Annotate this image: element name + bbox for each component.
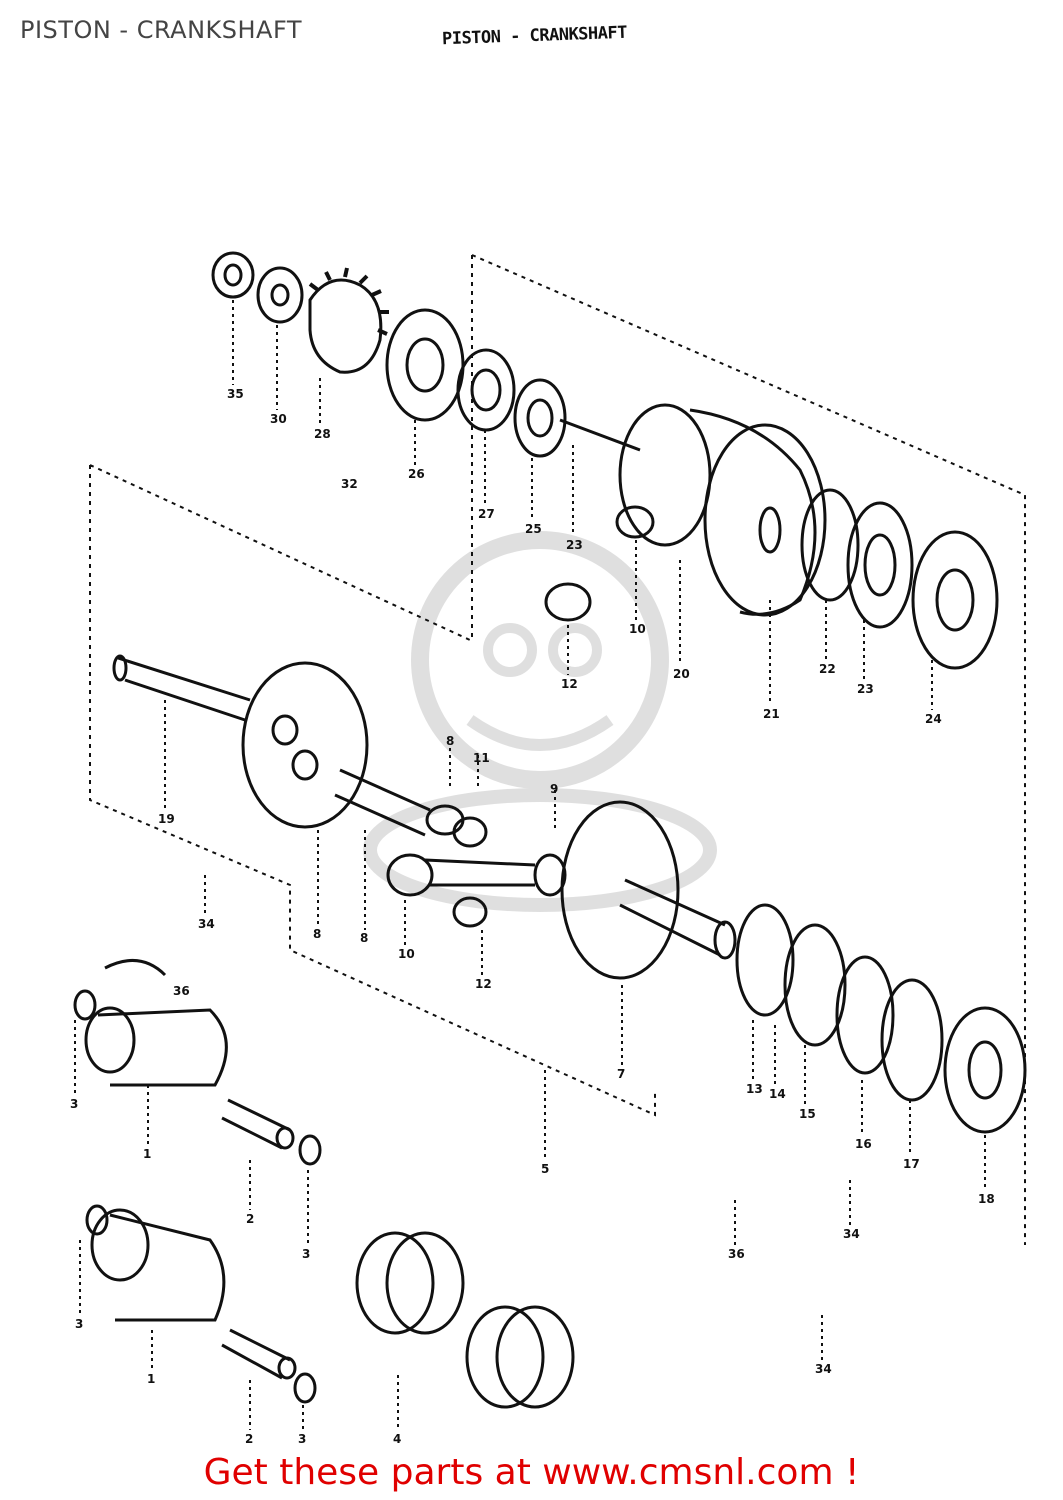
callout-label: 22 xyxy=(819,662,836,676)
footer-link-banner[interactable]: Get these parts at www.cmsnl.com ! xyxy=(0,1452,1063,1493)
callout-label: 36 xyxy=(173,984,190,998)
watermark-logo xyxy=(363,531,717,912)
callout-label: 13 xyxy=(746,1082,763,1096)
callout-label: 9 xyxy=(550,782,558,796)
callout-label: 26 xyxy=(408,467,425,481)
callout-label: 17 xyxy=(903,1157,920,1171)
callout-label: 11 xyxy=(473,751,490,765)
callout-label: 35 xyxy=(227,387,244,401)
callout-label: 30 xyxy=(270,412,287,426)
callout-label: 34 xyxy=(815,1362,832,1376)
callout-label: 1 xyxy=(147,1372,155,1386)
footer-link[interactable]: Get these parts at www.cmsnl.com ! xyxy=(203,1452,860,1493)
callout-label: 18 xyxy=(978,1192,995,1206)
callout-label: 23 xyxy=(566,538,583,552)
callout-label: 25 xyxy=(525,522,542,536)
callout-label: 2 xyxy=(246,1212,254,1226)
page-title: PISTON - CRANKSHAFT xyxy=(20,16,303,44)
callout-label: 20 xyxy=(673,667,690,681)
callout-label: 28 xyxy=(314,427,331,441)
callout-label: 15 xyxy=(799,1107,816,1121)
callout-label: 8 xyxy=(360,931,368,945)
callout-label: 8 xyxy=(446,734,454,748)
callout-label: 3 xyxy=(298,1432,306,1446)
callout-label: 10 xyxy=(398,947,415,961)
callout-label: 32 xyxy=(341,477,358,491)
callout-label: 36 xyxy=(728,1247,745,1261)
callout-label: 34 xyxy=(843,1227,860,1241)
callout-label: 34 xyxy=(198,917,215,931)
callout-label: 3 xyxy=(70,1097,78,1111)
callout-label: 14 xyxy=(769,1087,786,1101)
callout-label: 16 xyxy=(855,1137,872,1151)
callout-label: 27 xyxy=(478,507,495,521)
callout-label: 19 xyxy=(158,812,175,826)
callout-label: 12 xyxy=(475,977,492,991)
callout-label: 24 xyxy=(925,712,942,726)
callout-label: 2 xyxy=(245,1432,253,1446)
callout-label: 23 xyxy=(857,682,874,696)
callout-label: 21 xyxy=(763,707,780,721)
callout-label: 8 xyxy=(313,927,321,941)
callout-label: 10 xyxy=(629,622,646,636)
callout-label: 1 xyxy=(143,1147,151,1161)
callout-label: 7 xyxy=(617,1067,625,1081)
callout-label: 4 xyxy=(393,1432,401,1446)
callout-label: 3 xyxy=(75,1317,83,1331)
callout-label: 5 xyxy=(541,1162,549,1176)
callout-label: 3 xyxy=(302,1247,310,1261)
callout-label: 12 xyxy=(561,677,578,691)
